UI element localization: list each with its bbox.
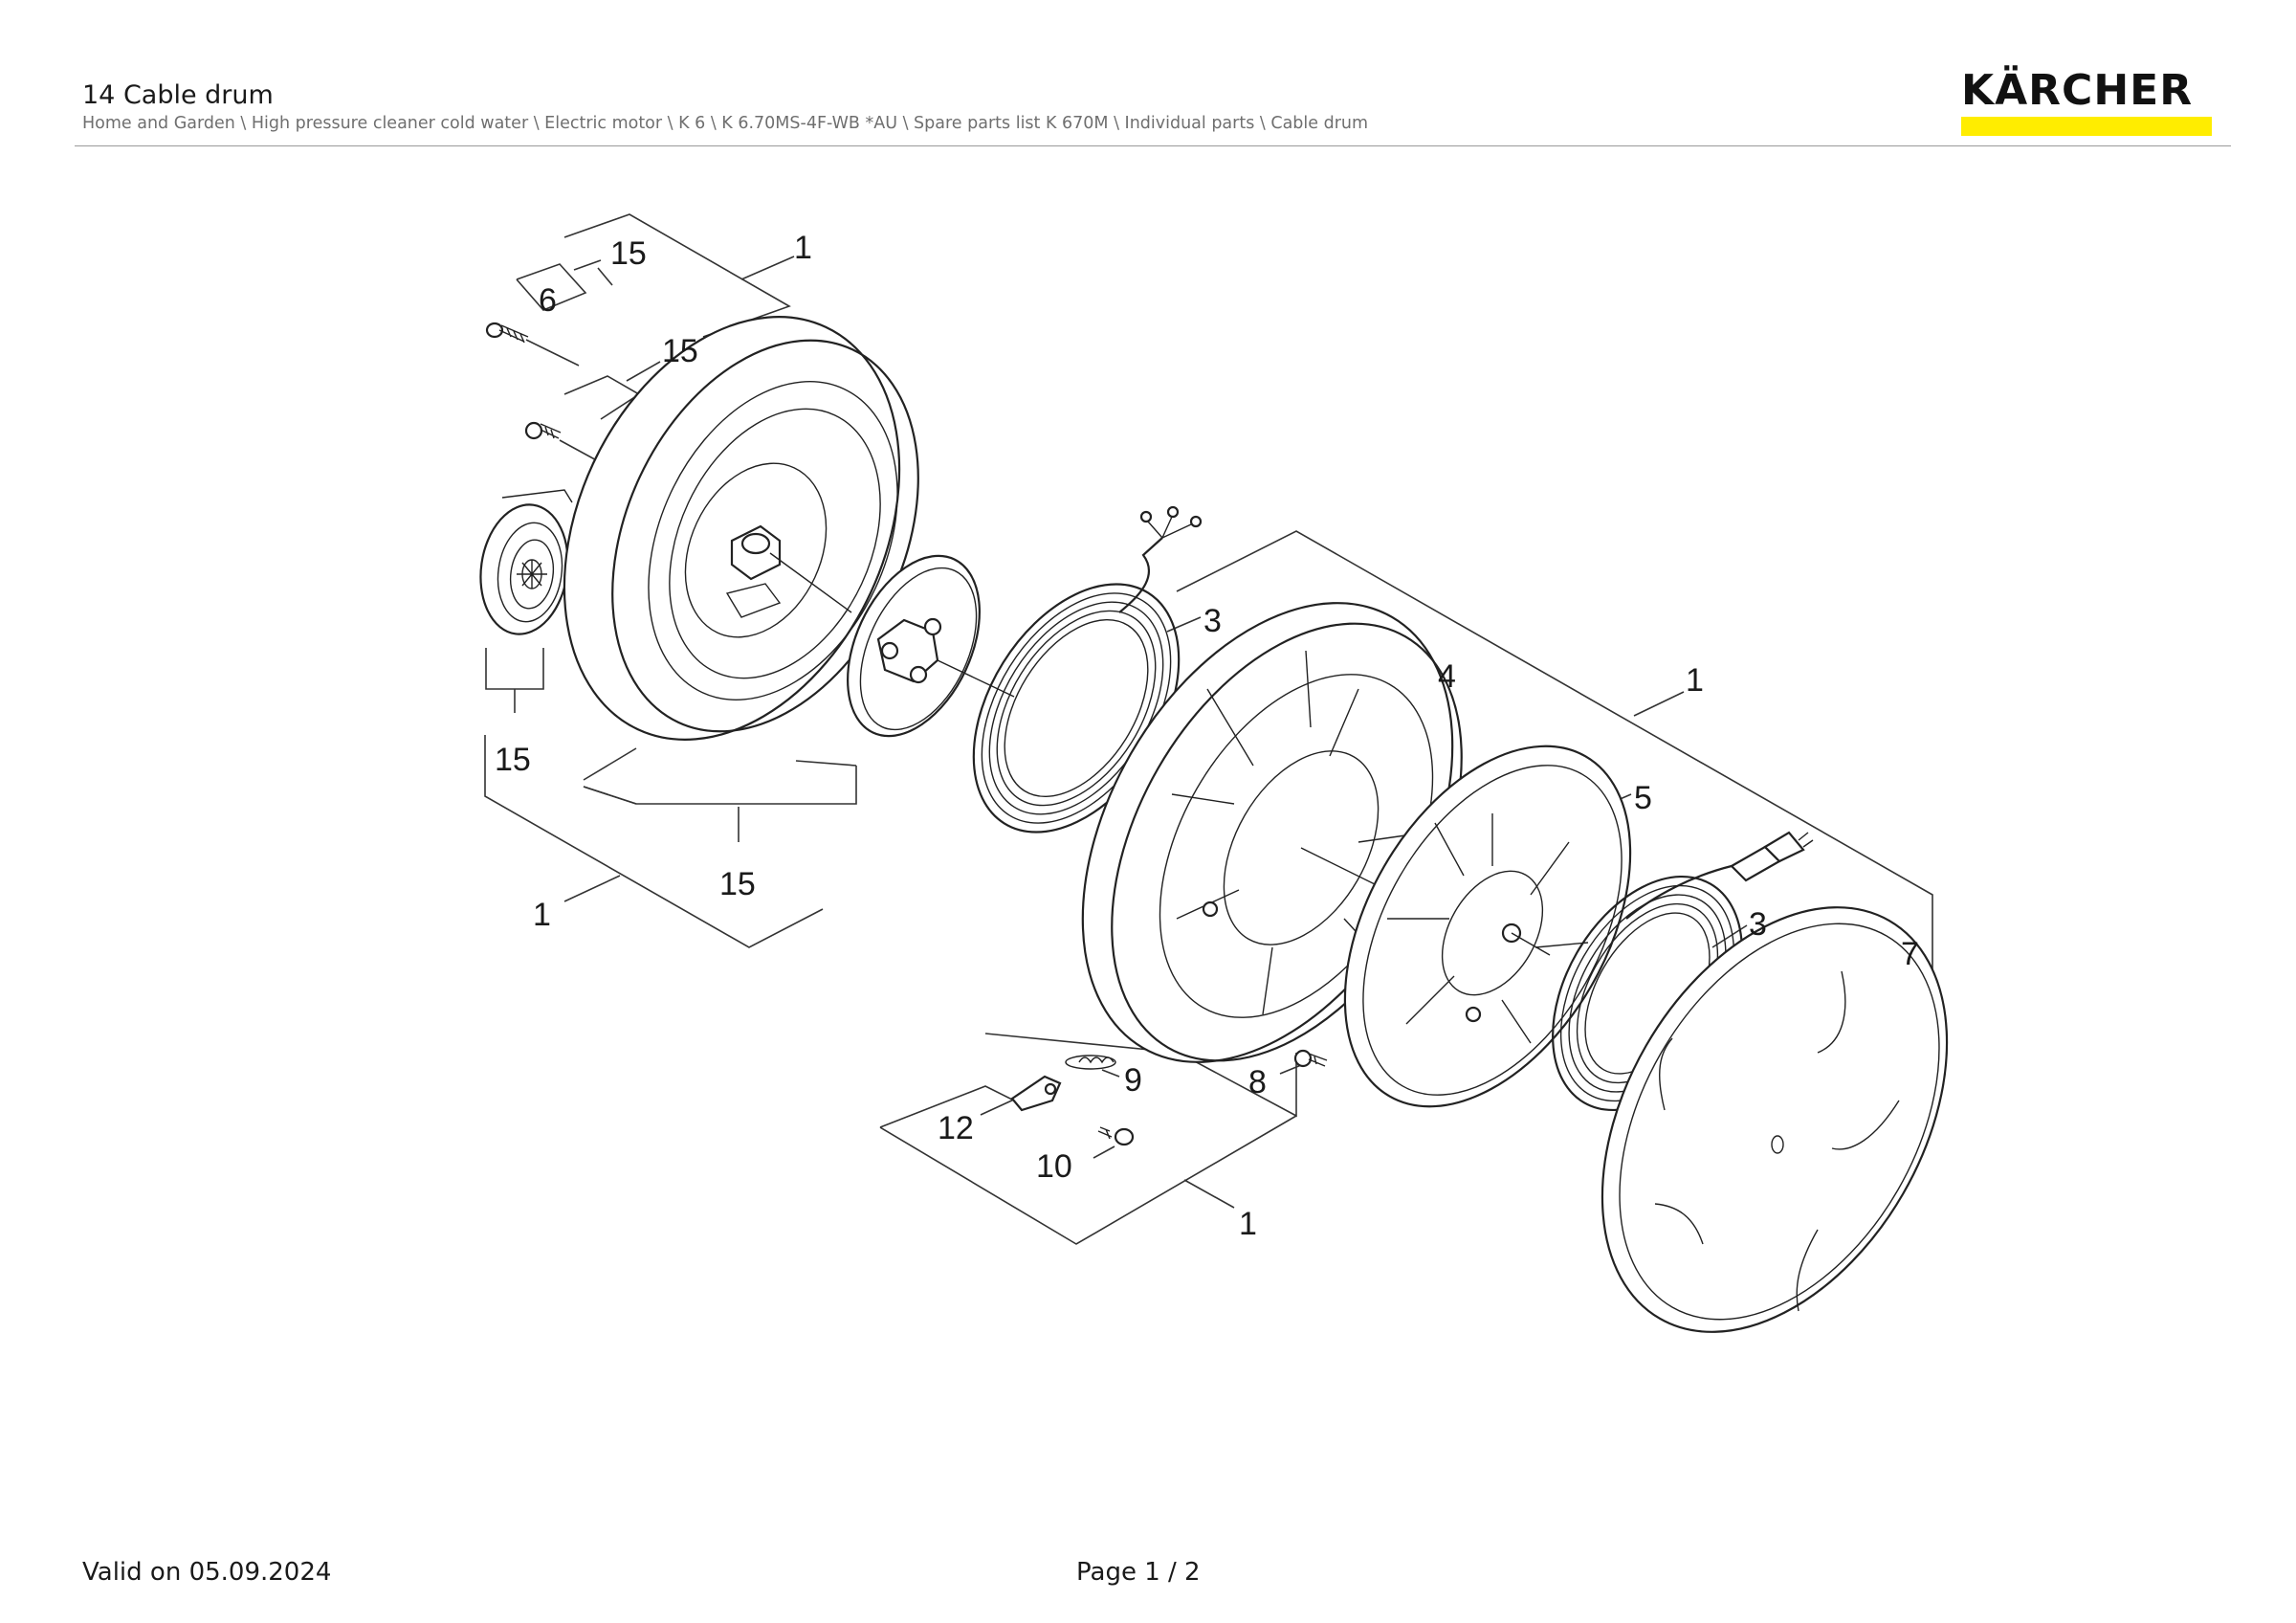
callout-3-right: 3 [1749,906,1767,943]
part-screw-6 [485,322,529,344]
part-disc-5 [1343,745,1632,1108]
footer-page-number: Page 1 / 2 [1076,1558,1201,1587]
callout-8: 8 [1248,1064,1267,1101]
part-screw-15 [524,421,562,440]
part-spring-disc [479,489,573,635]
breadcrumb: Home and Garden \ High pressure cleaner … [82,114,1369,133]
part-cable-coil-lower [1552,831,1814,1112]
callout-1-top: 1 [794,230,812,266]
callout-1-right: 1 [1686,662,1704,699]
callout-15-left: 15 [495,742,531,778]
callout-9: 9 [1124,1062,1142,1099]
callout-15-mid: 15 [662,333,698,369]
page-title: 14 Cable drum [82,80,274,110]
callout-3-top: 3 [1203,603,1222,639]
callout-15-bottom: 15 [719,866,756,902]
header-divider [75,145,2231,146]
part-hub-disc [847,554,1015,738]
callout-15-top: 15 [610,235,647,272]
part-screw-10 [1097,1126,1135,1146]
brand-logo-bar [1961,117,2212,136]
part-screw-8 [1293,1049,1328,1068]
part-cover-7 [1601,906,1949,1333]
callout-12: 12 [938,1110,974,1146]
callout-6: 6 [539,282,557,319]
callout-4: 4 [1438,658,1456,695]
callout-7: 7 [1901,936,1919,972]
callout-10: 10 [1036,1148,1072,1185]
brand-logo-text: KÄRCHER [1961,66,2194,115]
part-lever-12 [1010,1075,1062,1112]
callout-1-left: 1 [533,897,551,933]
part-housing-drum [563,316,919,741]
callout-1-bottom: 1 [1239,1206,1257,1242]
footer-valid-date: Valid on 05.09.2024 [82,1558,332,1587]
callout-5: 5 [1634,780,1652,816]
brand-logo: KÄRCHER [1961,67,2214,136]
callouts: 1 15 6 15 15 15 1 3 4 1 5 3 7 9 8 12 10 … [495,230,1919,1242]
part-spring-9 [1065,1055,1116,1070]
